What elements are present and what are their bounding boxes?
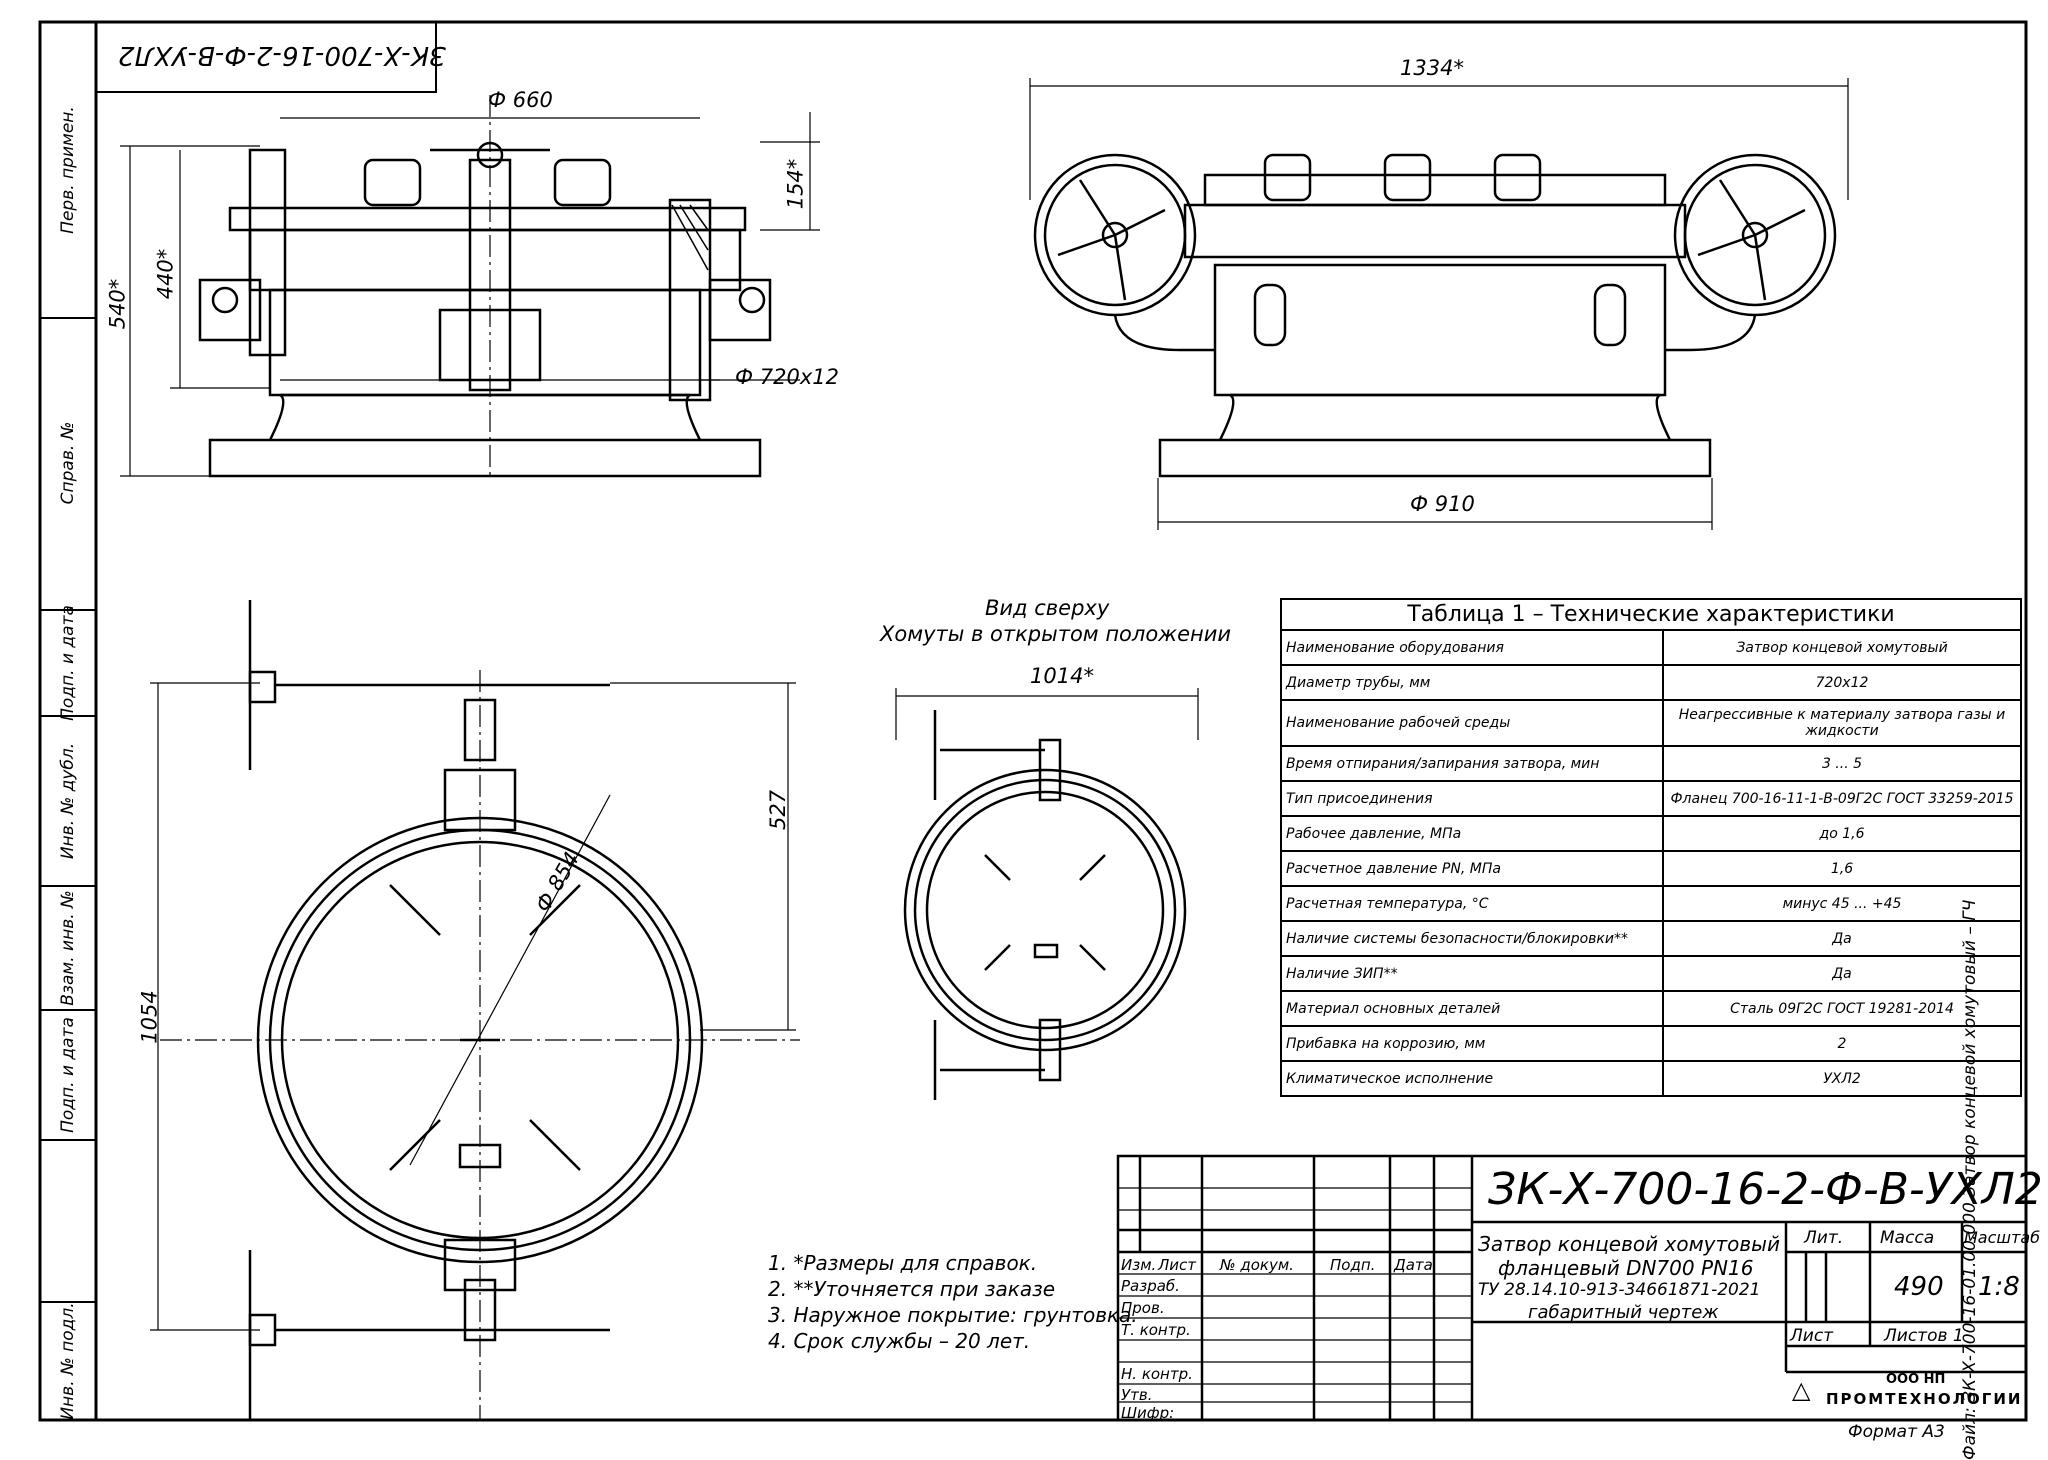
dim-h540: 540* (105, 278, 130, 330)
tech-table-key: Климатическое исполнение (1280, 1060, 1664, 1097)
binding-strip (38, 20, 98, 1422)
front-view (120, 95, 820, 480)
tb-prov: Пров. (1121, 1299, 1165, 1317)
tb-list-label: Лист (1790, 1326, 1834, 1346)
tech-table-value: Да (1662, 920, 2022, 957)
note-2: 2. **Уточняется при заказе (768, 1277, 1056, 1301)
tb-name-1: Затвор концевой хомутовый (1478, 1232, 1780, 1256)
dim-d660: Ф 660 (488, 88, 553, 112)
label-perv-primen: Перв. примен. (58, 106, 78, 234)
view-top-caption-1: Вид сверху (985, 596, 1110, 620)
dim-h1054: 1054 (137, 990, 162, 1044)
top-view-small (895, 688, 1199, 1100)
tech-table-value: 1,6 (1662, 850, 2022, 887)
tb-podp: Подп. (1330, 1256, 1376, 1274)
note-4: 4. Срок службы – 20 лет. (768, 1329, 1031, 1353)
tech-table-key: Материал основных деталей (1280, 990, 1664, 1027)
tech-table-value: Да (1662, 955, 2022, 992)
view-top-caption-2: Хомуты в открытом положении (880, 622, 1232, 646)
tb-nkontr: Н. контр. (1121, 1365, 1193, 1383)
tech-table-row: Наличие ЗИП**Да (1280, 955, 2022, 992)
dim-d720x12: Ф 720х12 (735, 365, 839, 389)
tb-massa-label: Масса (1880, 1228, 1935, 1248)
stamp-box (95, 21, 437, 93)
stamp-code: ЗК-Х-700-16-2-Ф-В-УХЛ2 (118, 40, 446, 70)
tech-table-key: Наименование рабочей среды (1280, 699, 1664, 747)
tech-table-key: Наличие ЗИП** (1280, 955, 1664, 992)
tech-table-key: Диаметр трубы, мм (1280, 664, 1664, 701)
tech-table-value: УХЛ2 (1662, 1060, 2022, 1097)
dim-w1014: 1014* (1030, 664, 1094, 688)
tech-table-key: Наличие системы безопасности/блокировки*… (1280, 920, 1664, 957)
label-inv-podl: Инв. № подл. (58, 1302, 78, 1420)
dim-h440: 440* (153, 248, 178, 300)
file-label: Файл: ЗК-Х-700-16-01.00.000 Затвор конце… (1960, 899, 1980, 1460)
tb-list: Лист (1158, 1256, 1197, 1274)
tech-table-key: Расчетная температура, °С (1280, 885, 1664, 922)
tech-table-key: Расчетное давление PN, МПа (1280, 850, 1664, 887)
title-block-grid (1116, 1154, 2028, 1422)
label-podp-data-2: Подп. и дата (58, 1017, 78, 1133)
tech-table-row: Наличие системы безопасности/блокировки*… (1280, 920, 2022, 957)
dim-w1334: 1334* (1400, 56, 1464, 80)
tb-data: Дата (1394, 1256, 1433, 1274)
tb-tkontr: Т. контр. (1121, 1321, 1191, 1339)
tb-izm: Изм. (1121, 1256, 1157, 1274)
tb-shifr: Шифр: (1121, 1404, 1175, 1422)
tech-table-value: 2 (1662, 1025, 2022, 1062)
tb-name-3: ТУ 28.14.10-913-34661871-2021 (1478, 1280, 1761, 1300)
tech-table-caption: Таблица 1 – Технические характеристики (1280, 598, 2022, 629)
tech-table: Таблица 1 – Технические характеристики Н… (1280, 598, 2022, 1097)
tech-table-key: Рабочее давление, МПа (1280, 815, 1664, 852)
tb-masshtab-label: Масштаб (1964, 1228, 2041, 1247)
notes: 1. *Размеры для справок. 2. **Уточняется… (768, 1250, 1138, 1354)
tech-table-value: Затвор концевой хомутовый (1662, 629, 2022, 666)
tech-table-key: Тип присоединения (1280, 780, 1664, 817)
tech-table-value: 720х12 (1662, 664, 2022, 701)
dim-h527: 527 (766, 789, 791, 831)
tb-name-4: габаритный чертеж (1528, 1302, 1719, 1323)
tb-dokum: № докум. (1220, 1256, 1294, 1274)
tech-table-value: Неагрессивные к материалу затвора газы и… (1662, 699, 2022, 747)
top-view-large (150, 600, 800, 1420)
tech-table-value: Сталь 09Г2С ГОСТ 19281-2014 (1662, 990, 2022, 1027)
dim-h154: 154* (783, 158, 808, 210)
tech-table-value: Фланец 700-16-11-1-В-09Г2С ГОСТ 33259-20… (1662, 780, 2022, 817)
company-logo-icon: △ (1792, 1376, 1811, 1404)
tech-table-key: Прибавка на коррозию, мм (1280, 1025, 1664, 1062)
tech-table-key: Время отпирания/запирания затвора, мин (1280, 745, 1664, 782)
note-3: 3. Наружное покрытие: грунтовка. (768, 1303, 1138, 1327)
side-view (1029, 78, 1849, 530)
tb-name-2: фланцевый DN700 PN16 (1498, 1256, 1754, 1280)
tb-company-1: ООО НП (1886, 1372, 1946, 1387)
tb-masshtab: 1:8 (1978, 1272, 2020, 1302)
tech-table-value: до 1,6 (1662, 815, 2022, 852)
tb-razrab: Разраб. (1121, 1277, 1180, 1295)
note-1: 1. *Размеры для справок. (768, 1251, 1038, 1275)
dim-d910: Ф 910 (1410, 492, 1475, 516)
tb-designation: ЗК-Х-700-16-2-Ф-В-УХЛ2 (1488, 1164, 2043, 1215)
tb-utv: Утв. (1121, 1386, 1153, 1404)
label-sprav-no: Справ. № (58, 421, 78, 505)
tb-format: Формат А3 (1848, 1422, 1945, 1442)
tb-company-2: ПРОМТЕХНОЛОГИИ (1826, 1390, 2023, 1408)
tech-table-key: Наименование оборудования (1280, 629, 1664, 666)
tb-lit-label: Лит. (1804, 1228, 1844, 1248)
tech-table-value: 3 ... 5 (1662, 745, 2022, 782)
tb-massa: 490 (1894, 1272, 1944, 1302)
tech-table-value: минус 45 ... +45 (1662, 885, 2022, 922)
tb-listov-label: Листов 1 (1884, 1326, 1964, 1346)
